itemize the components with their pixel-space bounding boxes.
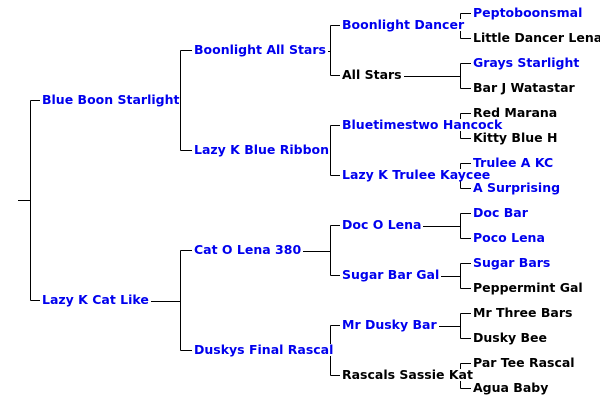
horse-peptoboonsmal-link[interactable]: Peptoboonsmal <box>472 4 584 20</box>
horse-rascals-sassie-kat-label: Rascals Sassie Kat <box>341 366 474 382</box>
horse-a-surprising-link[interactable]: A Surprising <box>472 179 562 195</box>
horse-peppermint-gal-label: Peppermint Gal <box>472 279 584 295</box>
horse-doc-o-lena-link[interactable]: Doc O Lena <box>341 216 423 232</box>
horse-duskys-final-rascal-link[interactable]: Duskys Final Rascal <box>193 341 335 357</box>
horse-all-stars-label: All Stars <box>341 66 403 82</box>
horse-agua-baby-label: Agua Baby <box>472 379 550 395</box>
horse-blue-boon-starlight-link[interactable]: Blue Boon Starlight <box>41 91 181 107</box>
horse-lazy-k-trulee-kaycee-link[interactable]: Lazy K Trulee Kaycee <box>341 166 492 182</box>
horse-bar-j-watastar-label: Bar J Watastar <box>472 79 576 95</box>
horse-lazy-k-cat-like-link[interactable]: Lazy K Cat Like <box>41 291 150 307</box>
horse-sugar-bar-gal-link[interactable]: Sugar Bar Gal <box>341 266 441 282</box>
horse-boonlight-all-stars-link[interactable]: Boonlight All Stars <box>193 41 327 57</box>
horse-dusky-bee-label: Dusky Bee <box>472 329 549 345</box>
horse-bluetimestwo-hancock-link[interactable]: Bluetimestwo Hancock <box>341 116 504 132</box>
horse-kitty-blue-h-label: Kitty Blue H <box>472 129 559 145</box>
horse-par-tee-rascal-label: Par Tee Rascal <box>472 354 576 370</box>
horse-trulee-a-kc-link[interactable]: Trulee A KC <box>472 154 555 170</box>
horse-mr-dusky-bar-link[interactable]: Mr Dusky Bar <box>341 316 438 332</box>
horse-little-dancer-lena-label: Little Dancer Lena <box>472 31 600 44</box>
horse-red-marana-label: Red Marana <box>472 104 559 120</box>
horse-cat-o-lena-380-link[interactable]: Cat O Lena 380 <box>193 241 303 257</box>
horse-lazy-k-blue-ribbon-link[interactable]: Lazy K Blue Ribbon <box>193 141 331 157</box>
horse-doc-bar-link[interactable]: Doc Bar <box>472 204 529 220</box>
horse-grays-starlight-link[interactable]: Grays Starlight <box>472 54 581 70</box>
horse-poco-lena-link[interactable]: Poco Lena <box>472 229 546 245</box>
horse-boonlight-dancer-link[interactable]: Boonlight Dancer <box>341 16 466 32</box>
horse-sugar-bars-link[interactable]: Sugar Bars <box>472 254 552 270</box>
horse-mr-three-bars-label: Mr Three Bars <box>472 304 574 320</box>
